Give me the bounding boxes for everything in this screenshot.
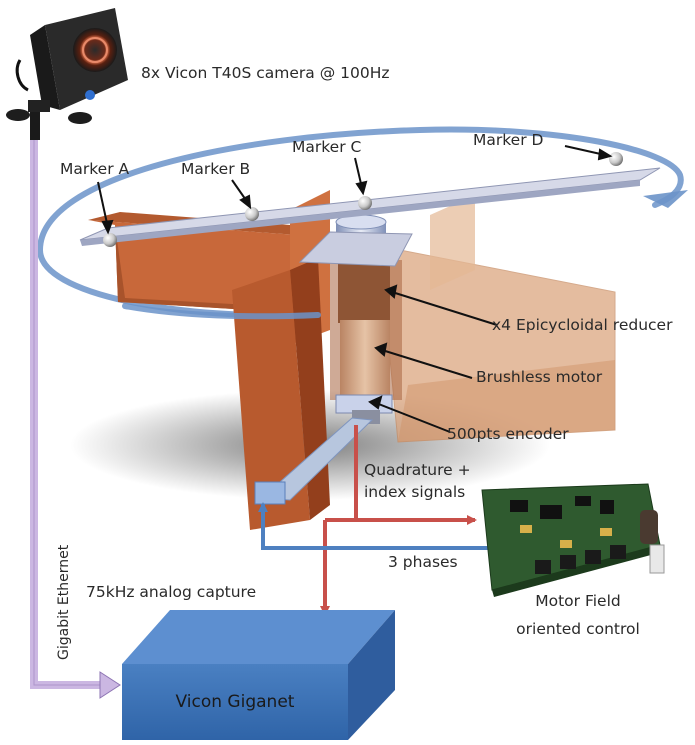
reducer-label: x4 Epicycloidal reducer [492, 316, 673, 334]
phases-label: 3 phases [388, 553, 458, 571]
marker-a-label: Marker A [60, 160, 130, 178]
marker-balls [103, 152, 623, 247]
marker-d-ball [609, 152, 623, 166]
component-pointers [368, 284, 498, 433]
giganet-box: Vicon Giganet [122, 610, 395, 740]
rotation-arrow [36, 126, 684, 319]
marker-d-label: Marker D [473, 131, 544, 149]
quadrature-label-line1: Quadrature + [364, 461, 471, 479]
ethernet-cable-edge [33, 140, 102, 686]
cable-connector [254, 481, 286, 505]
marker-c-label: Marker C [292, 138, 362, 156]
controller-board-icon [481, 483, 665, 597]
ribbon-cable [260, 417, 374, 501]
controller-label-line2: oriented control [516, 620, 640, 638]
ethernet-label: Gigabit Ethernet [56, 544, 72, 660]
quadrature-label-line2: index signals [364, 483, 466, 501]
hub-plate [298, 231, 413, 267]
translucent-frame [379, 195, 616, 443]
rotation-arrow-front [122, 303, 321, 320]
vicon-camera-icon [6, 8, 128, 140]
giganet-label: Vicon Giganet [176, 692, 295, 712]
phase-line [258, 502, 488, 550]
ethernet-arrow-head [99, 671, 121, 699]
marker-a-ball [103, 233, 117, 247]
marker-pointers [97, 145, 613, 235]
motor-assembly [330, 214, 402, 424]
controller-label-line1: Motor Field [535, 592, 621, 610]
rotation-arrow-head [643, 190, 688, 208]
encoder-signal-line [320, 425, 477, 616]
marker-b-label: Marker B [181, 160, 251, 178]
marker-c-ball [358, 196, 372, 210]
analog-capture-label: 75kHz analog capture [86, 583, 257, 601]
motor-label: Brushless motor [476, 368, 603, 386]
encoder-label: 500pts encoder [447, 425, 569, 443]
camera-label: 8x Vicon T40S camera @ 100Hz [141, 64, 390, 82]
marker-b-ball [245, 207, 259, 221]
